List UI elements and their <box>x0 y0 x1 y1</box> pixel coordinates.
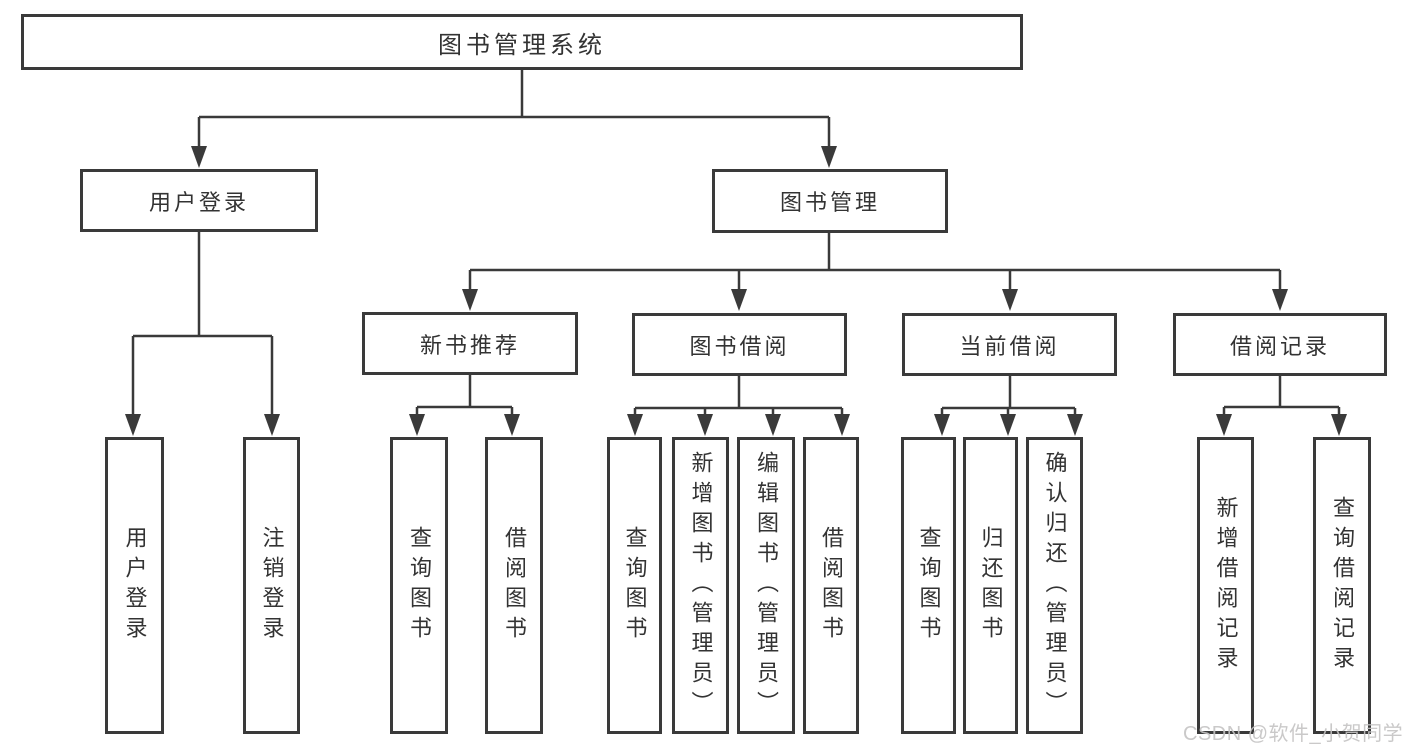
arrow-icon <box>1216 414 1232 436</box>
arrow-icon <box>765 414 781 436</box>
node-leaf-query-books-borrowing: 查询图书 <box>607 437 662 734</box>
arrow-icon <box>125 414 141 436</box>
arrow-icon <box>731 289 747 311</box>
node-label: 注销登录 <box>259 525 285 646</box>
node-book-borrowing: 图书借阅 <box>632 313 847 376</box>
node-leaf-add-books-admin: 新增图书（管理员） <box>672 437 729 734</box>
node-leaf-confirm-return-admin: 确认归还（管理员） <box>1026 437 1083 734</box>
connector-new-book-children <box>415 375 514 416</box>
connector-root-to-level2 <box>197 70 831 148</box>
node-label: 新增借阅记录 <box>1213 495 1239 676</box>
node-label: 用户登录 <box>122 525 148 646</box>
arrow-icon <box>1067 414 1083 436</box>
node-user-login-group: 用户登录 <box>80 169 318 232</box>
node-label: 确认归还（管理员） <box>1042 450 1068 721</box>
node-leaf-logout: 注销登录 <box>243 437 300 734</box>
node-label: 图书借阅 <box>689 333 790 359</box>
node-label: 查询图书 <box>622 525 648 646</box>
node-new-book-recommend: 新书推荐 <box>362 312 578 375</box>
arrow-icon <box>1272 289 1288 311</box>
node-label: 新增图书（管理员） <box>688 450 714 721</box>
arrow-icon <box>627 414 643 436</box>
arrow-icon <box>821 146 837 168</box>
node-label: 编辑图书（管理员） <box>754 450 779 721</box>
arrow-icon <box>1002 289 1018 311</box>
node-leaf-borrow-books: 借阅图书 <box>803 437 859 734</box>
node-leaf-return-books: 归还图书 <box>963 437 1018 734</box>
arrow-icon <box>697 414 713 436</box>
arrow-icon <box>462 289 478 311</box>
connector-current-borrow-children <box>940 376 1077 416</box>
node-label: 查询图书 <box>407 525 432 646</box>
node-current-borrowing: 当前借阅 <box>902 313 1117 376</box>
node-borrow-records: 借阅记录 <box>1173 313 1387 376</box>
node-label: 用户登录 <box>148 189 249 215</box>
csdn-watermark: CSDN @软件_小贺同学 <box>1183 723 1404 745</box>
arrow-icon <box>409 414 425 436</box>
node-leaf-query-books-current: 查询图书 <box>901 437 956 734</box>
node-leaf-borrow-books-recommend: 借阅图书 <box>485 437 543 734</box>
node-label: 图书管理系统 <box>438 31 606 59</box>
node-label: 借阅图书 <box>502 525 527 646</box>
connector-book-management-children <box>468 233 1282 291</box>
node-label: 查询图书 <box>916 525 942 646</box>
arrow-icon <box>1331 414 1347 436</box>
node-leaf-query-borrow-record: 查询借阅记录 <box>1313 437 1371 734</box>
node-label: 图书管理 <box>779 190 880 215</box>
arrow-icon <box>504 414 520 436</box>
node-book-management: 图书管理 <box>712 169 948 233</box>
node-label: 新书推荐 <box>419 332 520 358</box>
node-label: 借阅图书 <box>819 525 844 646</box>
node-label: 归还图书 <box>978 525 1004 646</box>
node-leaf-query-books-recommend: 查询图书 <box>390 437 448 734</box>
node-leaf-edit-books-admin: 编辑图书（管理员） <box>737 437 795 734</box>
node-leaf-user-login: 用户登录 <box>105 437 164 734</box>
arrow-icon <box>934 414 950 436</box>
connector-borrow-records-children <box>1222 376 1341 416</box>
arrow-icon <box>264 414 280 436</box>
arrowheads <box>125 146 1347 436</box>
arrow-icon <box>1000 414 1016 436</box>
node-library-management-system: 图书管理系统 <box>21 14 1023 70</box>
arrow-icon <box>191 146 207 168</box>
node-label: 当前借阅 <box>959 333 1060 359</box>
node-label: 借阅记录 <box>1229 333 1330 359</box>
connector-user-login-children <box>131 232 274 416</box>
node-label: 查询借阅记录 <box>1330 495 1355 676</box>
node-leaf-add-borrow-record: 新增借阅记录 <box>1197 437 1254 734</box>
connector-book-borrow-children <box>633 376 844 416</box>
arrow-icon <box>834 414 850 436</box>
